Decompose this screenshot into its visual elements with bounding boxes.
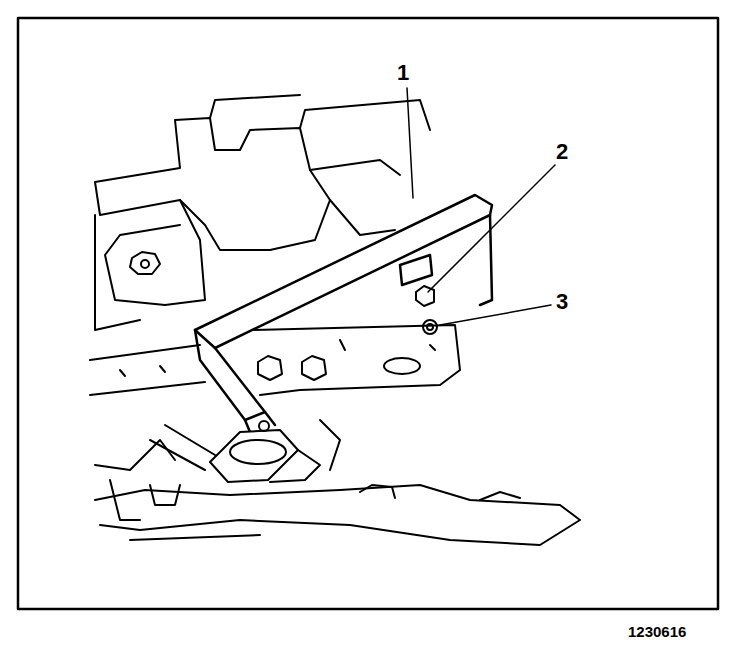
frame-rail [90, 325, 460, 395]
mount-bushing [150, 421, 320, 482]
lower-structure [95, 420, 580, 545]
figure-number: 1230616 [628, 624, 686, 639]
bolt [130, 252, 160, 274]
callout-number: 3 [556, 291, 568, 313]
bracket [195, 195, 492, 432]
callout-number: 2 [556, 141, 568, 163]
frame [18, 18, 718, 609]
engine-body [95, 95, 430, 330]
leader-line [407, 88, 555, 325]
bracket-bolts [258, 286, 437, 380]
callout-number: 1 [397, 62, 409, 84]
